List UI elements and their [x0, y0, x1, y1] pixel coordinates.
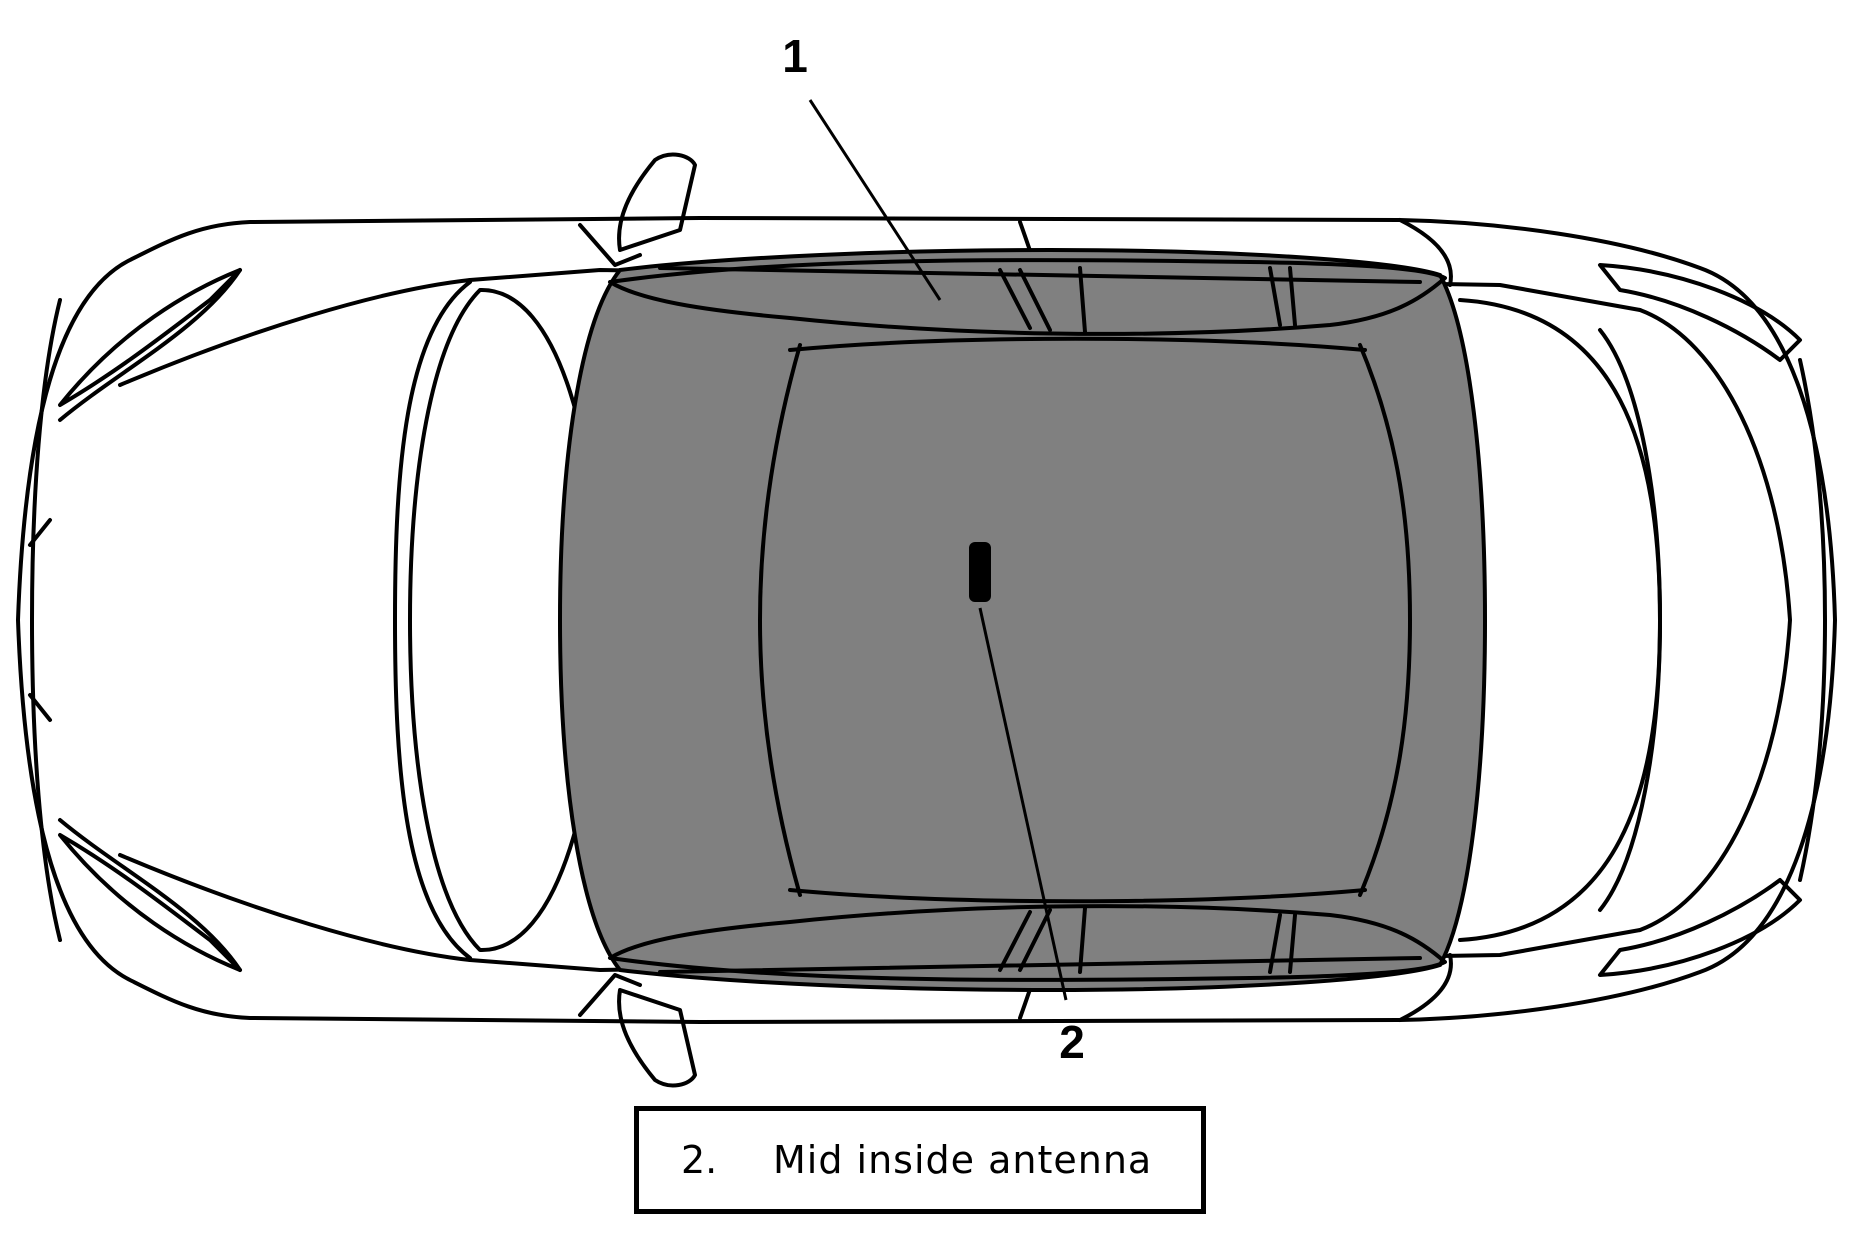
callout-2-leader: [978, 607, 1068, 1001]
right-headlight: [58, 833, 242, 972]
front-bumper-line: [30, 298, 62, 942]
left-headlight: [58, 268, 242, 407]
callout-1-leader: [808, 99, 942, 301]
trunk-lid: [1638, 308, 1792, 932]
legend-box: 2. Mid inside antenna: [634, 1106, 1206, 1214]
hood-line-bottom: [118, 853, 472, 962]
callout-2-label: 2: [1059, 1016, 1085, 1068]
left-mirror: [617, 152, 697, 252]
rear-right-light: [1598, 878, 1802, 977]
legend-item-text: Mid inside antenna: [773, 1138, 1153, 1182]
legend-item-number: 2.: [681, 1138, 718, 1182]
roof-glass-bottom: [608, 904, 1447, 982]
callout-1-label: 1: [782, 30, 808, 82]
right-mirror: [617, 988, 697, 1088]
rear-left-light: [1598, 263, 1802, 362]
roof-glass-top: [608, 258, 1447, 336]
mid-inside-antenna: [969, 542, 991, 602]
hood-line-top: [118, 278, 472, 387]
roof-panel: [557, 247, 1488, 993]
